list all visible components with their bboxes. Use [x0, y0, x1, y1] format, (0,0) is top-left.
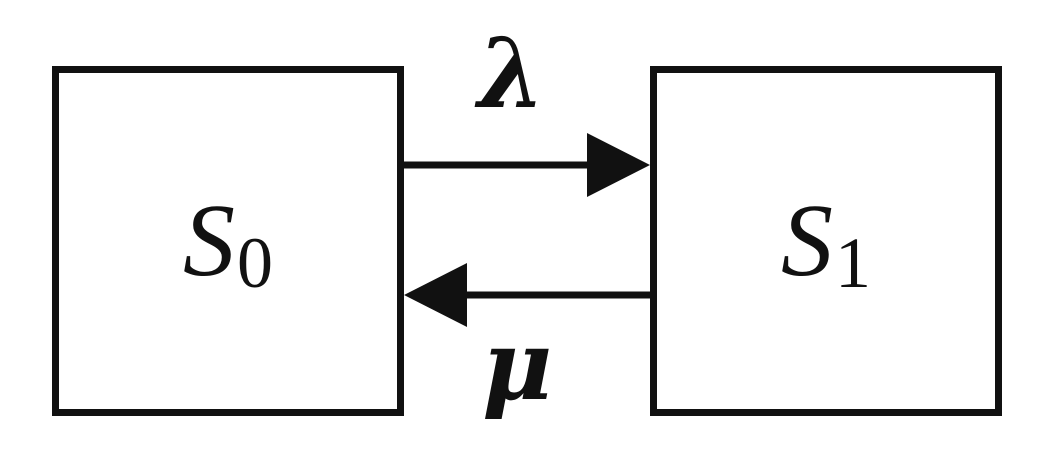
state-subscript-s1: 1 — [835, 223, 871, 303]
arrow-s0-to-s1-head — [587, 133, 650, 197]
state-symbol-s0: S — [183, 183, 235, 298]
rate-label-lambda: λ — [478, 17, 546, 130]
state-symbol-s1: S — [781, 183, 833, 298]
state-subscript-s0: 0 — [237, 223, 273, 303]
arrow-s1-to-s0-head — [404, 263, 467, 327]
rate-label-mu: μ — [482, 309, 553, 422]
